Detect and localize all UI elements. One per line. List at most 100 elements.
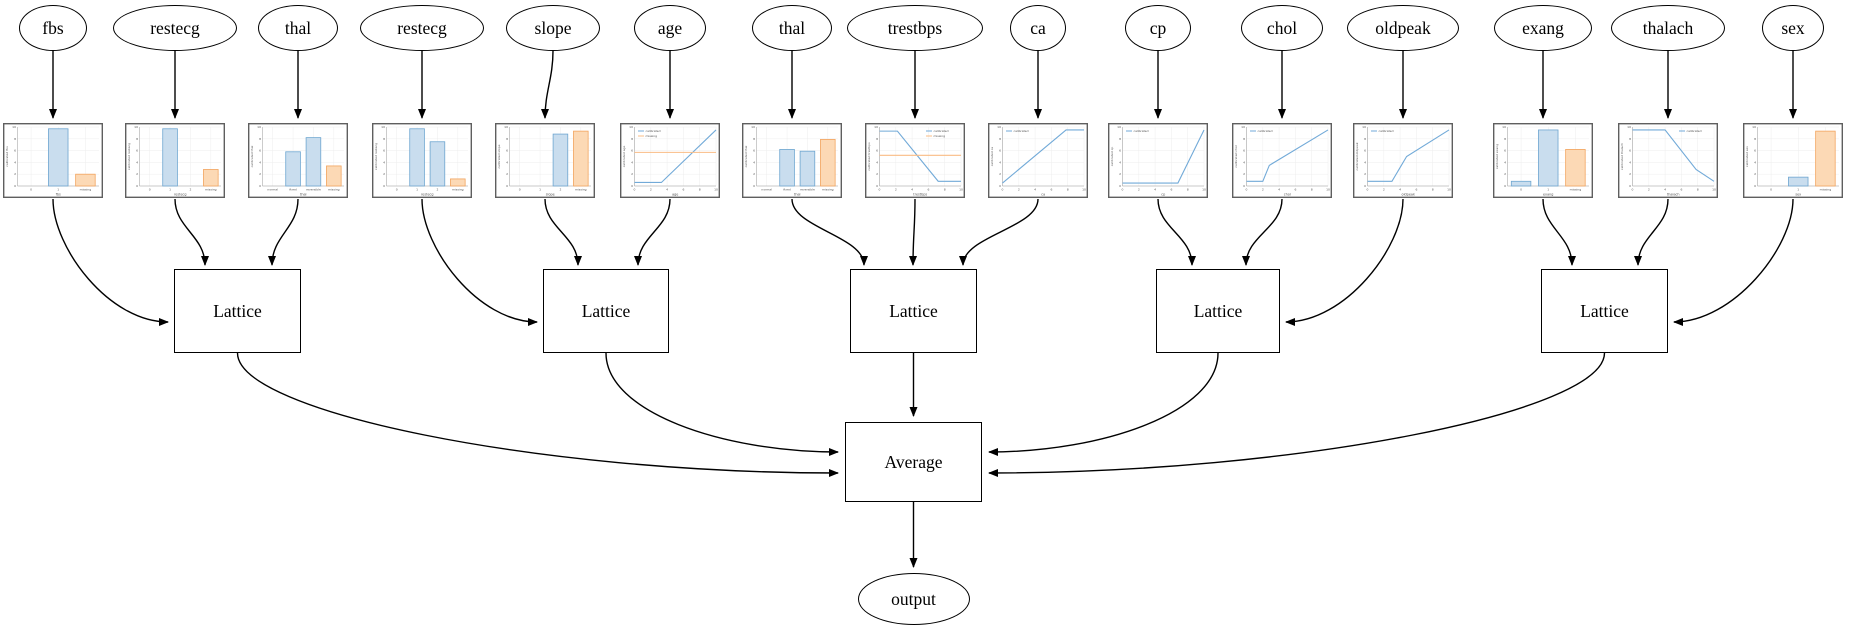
y-tick-label: 2: [1119, 172, 1121, 176]
edge-chol-chart-to-lattice: [1242, 198, 1283, 266]
x-tick-label: 4: [1399, 188, 1401, 192]
feature-node-thal: thal: [752, 5, 832, 51]
x-tick-label: 2: [189, 188, 191, 192]
x-tick-label: 0: [1770, 188, 1772, 192]
y-tick-label: 0: [999, 184, 1001, 188]
y-tick-label: 6: [136, 149, 138, 153]
calibrated-line: [1002, 129, 1084, 184]
x-tick-label: 2: [436, 188, 438, 192]
x-tick-label: 6: [1050, 188, 1052, 192]
x-tick-label: reversible: [800, 188, 815, 192]
lattice-box-2: Lattice: [543, 269, 669, 353]
output-ellipse: output: [857, 573, 970, 625]
bar-missing: [75, 173, 96, 187]
edge-age-chart-to-lattice: [634, 198, 671, 266]
edge-slope-to-chart: [541, 50, 554, 119]
x-tick-label: 2: [1383, 188, 1385, 192]
lattice-box-5: Lattice: [1541, 269, 1668, 353]
feature-node-sex: sex: [1762, 5, 1824, 51]
bar-fixed: [285, 151, 301, 187]
x-axis-title: restecg: [421, 193, 434, 197]
y-tick-label: 6: [1754, 149, 1756, 153]
y-tick-label: 4: [14, 160, 16, 164]
bar-reversible: [799, 150, 816, 187]
bar-missing: [1565, 149, 1586, 187]
x-tick-label: 8: [1067, 188, 1069, 192]
y-tick-label: 0: [259, 184, 261, 188]
y-tick-label: 10: [1241, 125, 1245, 129]
y-axis-title: calibrated exang: [1495, 144, 1499, 169]
feature-label: restecg: [397, 17, 447, 38]
y-tick-label: 0: [1629, 184, 1631, 188]
x-tick-label: 0: [1246, 188, 1248, 192]
x-tick-label: 4: [666, 188, 668, 192]
x-tick-label: 10: [1447, 188, 1451, 192]
y-tick-label: 2: [999, 172, 1001, 176]
y-tick-label: 6: [259, 149, 261, 153]
lattice-box-4: Lattice: [1156, 269, 1280, 353]
y-tick-label: 8: [876, 137, 878, 141]
y-axis-title: calibrated thal: [744, 145, 748, 167]
x-axis-title: thal: [794, 193, 801, 197]
edge-restecg-chart-to-lattice: [174, 198, 209, 266]
feature-label: sex: [1781, 17, 1805, 38]
y-axis-title: calibrated ca: [990, 147, 994, 167]
x-tick-label: 10: [1082, 188, 1086, 192]
x-tick-label: 1: [57, 188, 59, 192]
y-tick-label: 10: [1362, 125, 1366, 129]
y-tick-label: 8: [1243, 137, 1245, 141]
y-tick-label: 6: [506, 149, 508, 153]
y-tick-label: 2: [1243, 172, 1245, 176]
edge-thalach-chart-to-lattice: [1634, 198, 1669, 266]
x-tick-label: 10: [714, 188, 718, 192]
average-label: Average: [884, 451, 943, 472]
bar-fixed: [779, 149, 795, 187]
bar-1: [409, 128, 425, 187]
x-tick-label: 2: [1018, 188, 1020, 192]
feature-label: oldpeak: [1375, 17, 1431, 38]
calibrated-line: [1246, 129, 1329, 182]
edge-sex-chart-to-lattice: [1673, 198, 1794, 326]
y-axis-title: calibrated trestbps: [867, 142, 871, 171]
x-tick-label: 4: [911, 188, 913, 192]
y-tick-label: 10: [874, 125, 878, 129]
lattice-box-1: Lattice: [174, 269, 301, 353]
x-tick-label: normal: [761, 188, 772, 192]
x-axis-title: exang: [1543, 193, 1553, 197]
y-axis-title: calibrated sex: [1745, 146, 1749, 167]
x-axis-title: slope: [546, 193, 555, 197]
legend-label-calibrated: calibrated: [1687, 129, 1702, 133]
x-tick-label: 2: [1262, 188, 1264, 192]
y-tick-label: 6: [1364, 149, 1366, 153]
y-tick-label: 10: [381, 125, 385, 129]
y-tick-label: 4: [999, 160, 1001, 164]
legend-label-calibrated: calibrated: [1379, 129, 1394, 133]
x-tick-label: 0: [1122, 188, 1124, 192]
x-tick-label: missing: [328, 188, 340, 192]
edge-oldpeak-chart-to-lattice: [1285, 198, 1404, 326]
x-tick-label: 10: [1712, 188, 1716, 192]
x-tick-label: 2: [650, 188, 652, 192]
x-tick-label: 0: [30, 188, 32, 192]
feature-label: ca: [1030, 17, 1046, 38]
x-tick-label: 1: [1547, 188, 1549, 192]
x-tick-label: missing: [205, 188, 217, 192]
feature-label: restecg: [150, 17, 200, 38]
y-tick-label: 0: [136, 184, 138, 188]
y-tick-label: 8: [259, 137, 261, 141]
x-tick-label: 0: [1520, 188, 1522, 192]
x-tick-label: 8: [1187, 188, 1189, 192]
calibrated-line: [1367, 129, 1450, 182]
x-tick-label: 4: [1154, 188, 1156, 192]
y-tick-label: 8: [1504, 137, 1506, 141]
y-tick-label: 10: [257, 125, 261, 129]
edge-lattice-5-to-average: [988, 352, 1606, 477]
x-tick-label: missing: [1570, 188, 1582, 192]
legend-label-calibrated: calibrated: [646, 129, 661, 133]
y-tick-label: 0: [506, 184, 508, 188]
y-axis-title: calibrated thalach: [1620, 143, 1624, 170]
